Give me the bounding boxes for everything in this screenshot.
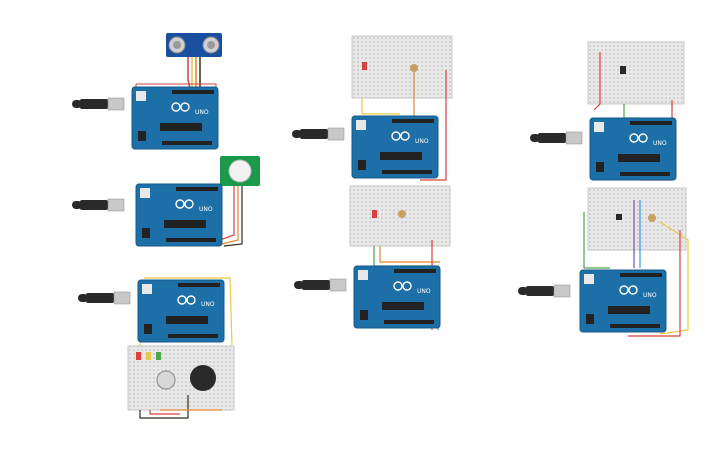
potentiometer[interactable] xyxy=(398,210,406,218)
yellow-led xyxy=(146,352,151,360)
arduino-uno-board[interactable] xyxy=(579,269,667,333)
pir-circuit[interactable]: UNO xyxy=(71,156,260,247)
led-pot-circuit-1[interactable]: UNO xyxy=(291,35,453,181)
breadboard[interactable] xyxy=(587,187,687,251)
board-label: UNO xyxy=(201,301,215,308)
usb-cable xyxy=(71,198,125,212)
potentiometer[interactable] xyxy=(648,214,656,222)
red-led xyxy=(362,62,367,70)
board-label: UNO xyxy=(653,140,667,147)
buzzer xyxy=(190,365,216,391)
ultrasonic-circuit[interactable]: UNO xyxy=(71,33,222,150)
potentiometer[interactable] xyxy=(410,64,418,72)
red-led xyxy=(372,210,377,218)
board-label: UNO xyxy=(643,292,657,299)
pushbutton[interactable] xyxy=(156,370,176,390)
hc-sr04-sensor[interactable] xyxy=(166,33,222,57)
arduino-uno-board[interactable] xyxy=(589,117,677,181)
arduino-uno-board[interactable] xyxy=(351,115,439,179)
tilt-sensor xyxy=(620,66,626,74)
arduino-uno-board[interactable] xyxy=(137,279,225,343)
usb-cable xyxy=(291,127,345,141)
arduino-uno-board[interactable] xyxy=(353,265,441,329)
green-led xyxy=(156,352,161,360)
breadboard[interactable] xyxy=(587,41,685,105)
board-label: UNO xyxy=(417,288,431,295)
board-label: UNO xyxy=(199,206,213,213)
red-led xyxy=(136,352,141,360)
usb-cable xyxy=(529,131,583,145)
pir-sensor[interactable] xyxy=(220,156,260,186)
board-label: UNO xyxy=(195,109,209,116)
tilt-sensor-circuit[interactable]: UNO xyxy=(529,41,685,181)
breadboard[interactable] xyxy=(351,35,453,99)
usb-cable xyxy=(71,97,125,111)
arduino-uno-board[interactable] xyxy=(135,183,223,247)
led-pot-circuit-2[interactable]: UNO xyxy=(293,185,451,330)
arduino-uno-board[interactable] xyxy=(131,86,219,150)
usb-cable xyxy=(517,284,571,298)
breadboard[interactable] xyxy=(127,345,235,411)
pushbutton[interactable] xyxy=(616,214,622,220)
usb-cable xyxy=(293,278,347,292)
alarm-circuit[interactable]: UNO xyxy=(77,277,235,419)
board-label: UNO xyxy=(415,138,429,145)
usb-cable xyxy=(77,291,131,305)
pushbutton-pot-circuit[interactable]: UNO xyxy=(517,187,689,337)
